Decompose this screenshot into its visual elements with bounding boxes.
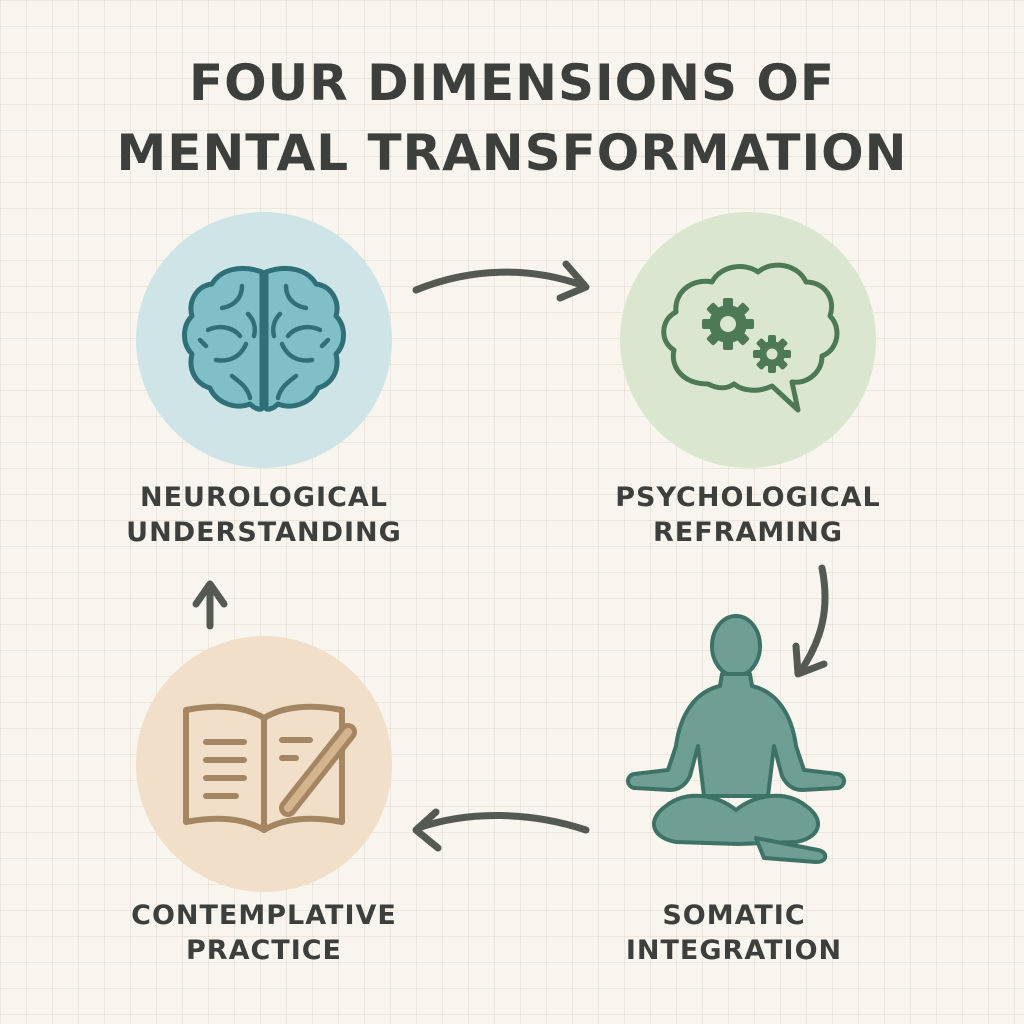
neurological-circle [136, 212, 392, 468]
diagram-title-line-1: FOUR DIMENSIONS OF [188, 54, 836, 112]
thought-bubble-gears-icon [661, 262, 840, 413]
somatic-label-line-1: SOMATIC [662, 900, 806, 931]
arrow-somatic-to-contemplative [412, 808, 590, 852]
arrow-neurological-to-psychological [412, 260, 590, 302]
journal-pencil-icon [183, 703, 357, 833]
contemplative-label-line-1: CONTEMPLATIVE [131, 900, 397, 931]
psychological-label-line-1: PSYCHOLOGICAL [615, 482, 881, 513]
neurological-label-line-2: UNDERSTANDING [126, 517, 402, 548]
somatic-label-line-2: INTEGRATION [625, 935, 843, 966]
meditation-figure-icon [626, 614, 846, 864]
psychological-label-line-2: REFRAMING [652, 517, 844, 548]
arrow-psychological-to-somatic [792, 564, 829, 678]
neurological-label-line-1: NEUROLOGICAL [139, 482, 389, 513]
arrow-contemplative-to-neurological [192, 580, 228, 630]
brain-icon [182, 266, 346, 412]
diagram-title-line-2: MENTAL TRANSFORMATION [116, 124, 908, 182]
contemplative-label-line-2: PRACTICE [185, 935, 342, 966]
psychological-circle [620, 212, 876, 468]
contemplative-circle [136, 636, 392, 892]
